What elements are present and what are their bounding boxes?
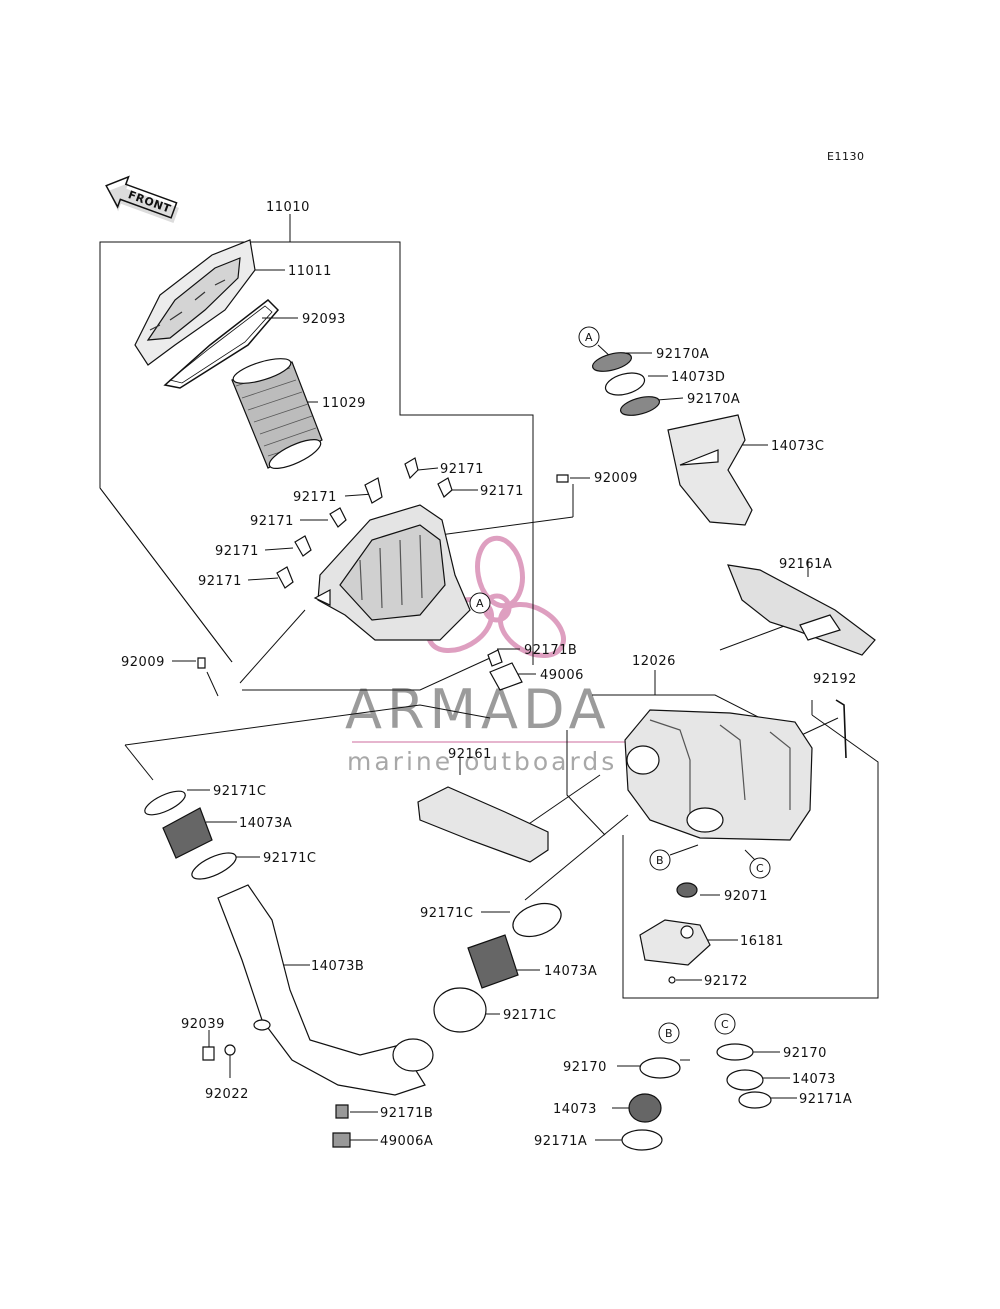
callout-circle-C-mid: [749, 857, 771, 879]
callout-B-bot: B: [665, 1027, 673, 1040]
air-cleaner-cover: [134, 239, 256, 366]
part-label: 11010: [266, 200, 310, 215]
resonator-12026: [624, 709, 813, 841]
part-label: 92170: [563, 1060, 607, 1075]
callout-B-mid: B: [656, 854, 664, 867]
intake-duct-left: [144, 790, 434, 1096]
hose-92192: [835, 699, 847, 759]
air-filter-11029: [231, 358, 323, 469]
callout-circle-B-mid: [649, 849, 671, 871]
part-label: 11029: [322, 396, 366, 411]
part-label: 92009: [121, 655, 165, 670]
part-label: 92171: [250, 514, 294, 529]
callout-A-top: A: [585, 331, 593, 344]
part-label: 49006: [540, 668, 584, 683]
callout-circle-A-top: [578, 326, 600, 348]
callout-circle-C-bot: [714, 1013, 736, 1035]
pad-92161: [417, 786, 549, 863]
part-label: 14073D: [671, 370, 725, 385]
callout-A-mid: A: [476, 597, 484, 610]
part-label: 92171: [215, 544, 259, 559]
part-label: 92171B: [380, 1106, 433, 1121]
part-label: 92170: [783, 1046, 827, 1061]
part-label: 92009: [594, 471, 638, 486]
part-label: 14073B: [311, 959, 364, 974]
part-label: 14073: [553, 1102, 597, 1117]
hose-clamps-mid: [433, 902, 562, 1033]
front-arrow-icon: FRONT: [105, 175, 179, 223]
air-box-housing: [313, 504, 471, 641]
callout-circle-B-bot: [658, 1022, 680, 1044]
part-label: 92071: [724, 889, 768, 904]
part-label: 14073C: [771, 439, 824, 454]
part-label: 16181: [740, 934, 784, 949]
valve-49006: [487, 649, 523, 691]
part-label: 92171A: [534, 1134, 587, 1149]
part-label: 92171: [293, 490, 337, 505]
part-label: 92171B: [524, 643, 577, 658]
part-label: 12026: [632, 654, 676, 669]
part-label: 92192: [813, 672, 857, 687]
part-label: 92170A: [656, 347, 709, 362]
part-label: 92171C: [263, 851, 316, 866]
part-label: 92172: [704, 974, 748, 989]
part-label: 11011: [288, 264, 332, 279]
clips-92171: [276, 457, 453, 589]
part-label: 92170A: [687, 392, 740, 407]
small-hardware-left: [202, 1044, 351, 1148]
part-label: 92171C: [420, 906, 473, 921]
part-labels: 11010 11011 92093 11029 92171 92171 9217…: [121, 200, 857, 1149]
part-label: 92171A: [799, 1092, 852, 1107]
part-label: 92022: [205, 1087, 249, 1102]
callout-C-bot: C: [721, 1018, 729, 1031]
part-label: 92161A: [779, 557, 832, 572]
part-label: 92039: [181, 1017, 225, 1032]
drain-parts: [639, 882, 711, 984]
pad-92161A: [727, 564, 876, 656]
gasket-92093: [163, 299, 280, 389]
duct-top-parts: [591, 352, 753, 526]
part-label: 49006A: [380, 1134, 433, 1149]
part-label: 92161: [448, 747, 492, 762]
part-label: 14073A: [239, 816, 292, 831]
callout-letters: A A B C B C: [476, 331, 764, 1040]
part-label: 92171C: [503, 1008, 556, 1023]
bracket-lines: [99, 214, 879, 999]
leader-lines: [172, 269, 797, 1141]
part-label: 92093: [302, 312, 346, 327]
callout-C-mid: C: [756, 862, 764, 875]
part-label: 92171: [198, 574, 242, 589]
part-label: 92171C: [213, 784, 266, 799]
part-label: 92171: [480, 484, 524, 499]
diagram-code: E1130: [827, 150, 864, 163]
callout-circle-A-mid: [469, 592, 491, 614]
callout-circles: [469, 326, 771, 1044]
part-label: 92171: [440, 462, 484, 477]
clamps-bottom: [621, 1043, 772, 1151]
bolts: [197, 474, 569, 669]
watermark-tagline: marine outboards: [347, 747, 617, 776]
part-label: 14073: [792, 1072, 836, 1087]
part-label: 14073A: [544, 964, 597, 979]
